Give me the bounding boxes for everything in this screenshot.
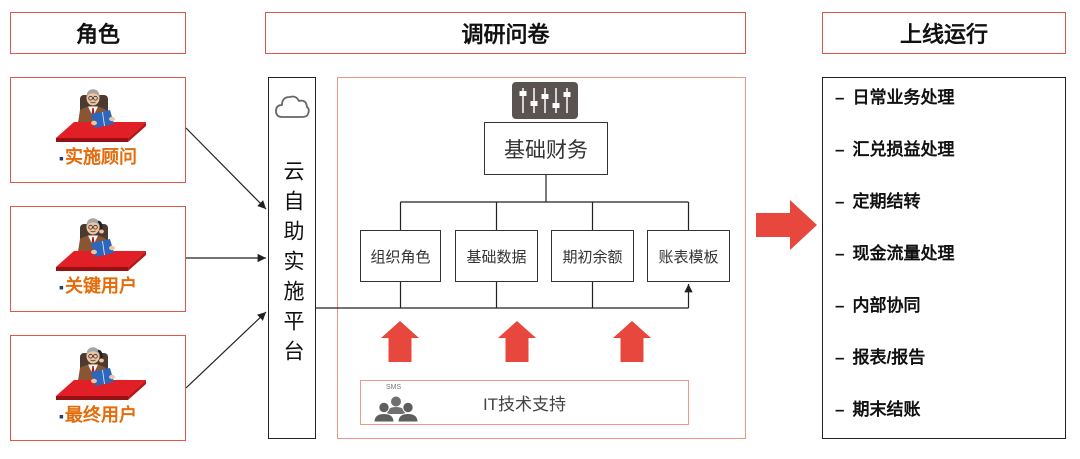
role-name: 实施顾问: [64, 147, 137, 167]
list-item-label: 日常业务处理: [852, 88, 955, 107]
role-card-consultant: ▪实施顾问: [10, 77, 186, 183]
list-item-label: 汇兑损益处理: [852, 140, 955, 159]
list-item: –日常业务处理: [835, 72, 954, 124]
mixer-sliders-icon: [512, 82, 578, 119]
role-name: 关键用户: [64, 276, 137, 296]
list-item-label: 现金流量处理: [852, 244, 955, 263]
dash-marker: –: [835, 192, 845, 211]
node-module: 基础数据: [455, 230, 538, 282]
dash-marker: –: [835, 348, 845, 367]
node-module: 账表模板: [647, 230, 730, 282]
cloud-platform-column: 云自助实施平台: [268, 77, 316, 439]
role-label: ▪最终用户: [11, 402, 185, 428]
dash-marker: –: [835, 88, 845, 107]
people-group-icon: [373, 396, 419, 422]
list-item-label: 期末结账: [852, 400, 921, 419]
dash-marker: –: [835, 296, 845, 315]
sms-caption: SMS: [386, 384, 402, 391]
role-label: ▪关键用户: [11, 273, 185, 299]
platform-label-wrap: 云自助实施平台: [269, 160, 315, 370]
bullet-icon: ▪: [59, 150, 64, 166]
it-support-label: IT技术支持: [482, 395, 567, 414]
role-card-key-user: ▪关键用户: [10, 206, 186, 312]
person-reading-at-desk-icon: [53, 83, 149, 145]
list-item-label: 定期结转: [852, 192, 921, 211]
list-item: –内部协同: [835, 280, 954, 332]
golive-list: –日常业务处理 –汇兑损益处理 –定期结转 –现金流量处理 –内部协同 –报表/…: [835, 72, 954, 436]
role-arrow: [185, 127, 267, 210]
platform-label: 云自助实施平台: [281, 160, 304, 370]
list-item: –报表/报告: [835, 332, 954, 384]
header-golive: 上线运行: [822, 12, 1066, 54]
person-on-phone-at-desk-icon: [53, 212, 149, 274]
node-module: 组织角色: [360, 230, 441, 282]
golive-panel: –日常业务处理 –汇兑损益处理 –定期结转 –现金流量处理 –内部协同 –报表/…: [822, 77, 1066, 439]
header-roles: 角色: [10, 12, 186, 54]
list-item: –期末结账: [835, 384, 954, 436]
dash-marker: –: [835, 244, 845, 263]
bullet-icon: ▪: [59, 279, 64, 295]
role-arrow: [185, 311, 267, 389]
list-item-label: 报表/报告: [852, 348, 926, 367]
list-item-label: 内部协同: [852, 296, 921, 315]
right-arrow-icon: [756, 200, 817, 250]
list-item: –汇兑损益处理: [835, 124, 954, 176]
node-module: 期初余额: [551, 230, 634, 282]
dash-marker: –: [835, 400, 845, 419]
dash-marker: –: [835, 140, 845, 159]
list-item: –定期结转: [835, 176, 954, 228]
role-name: 最终用户: [64, 405, 137, 425]
node-basic-finance: 基础财务: [484, 122, 608, 175]
cloud-icon: [275, 95, 310, 118]
list-item: –现金流量处理: [835, 228, 954, 280]
role-label: ▪实施顾问: [11, 144, 185, 170]
role-card-end-user: ▪最终用户: [10, 335, 186, 441]
header-survey: 调研问卷: [265, 12, 746, 54]
bullet-icon: ▪: [59, 408, 64, 424]
person-on-phone-at-desk-icon: [53, 341, 149, 403]
